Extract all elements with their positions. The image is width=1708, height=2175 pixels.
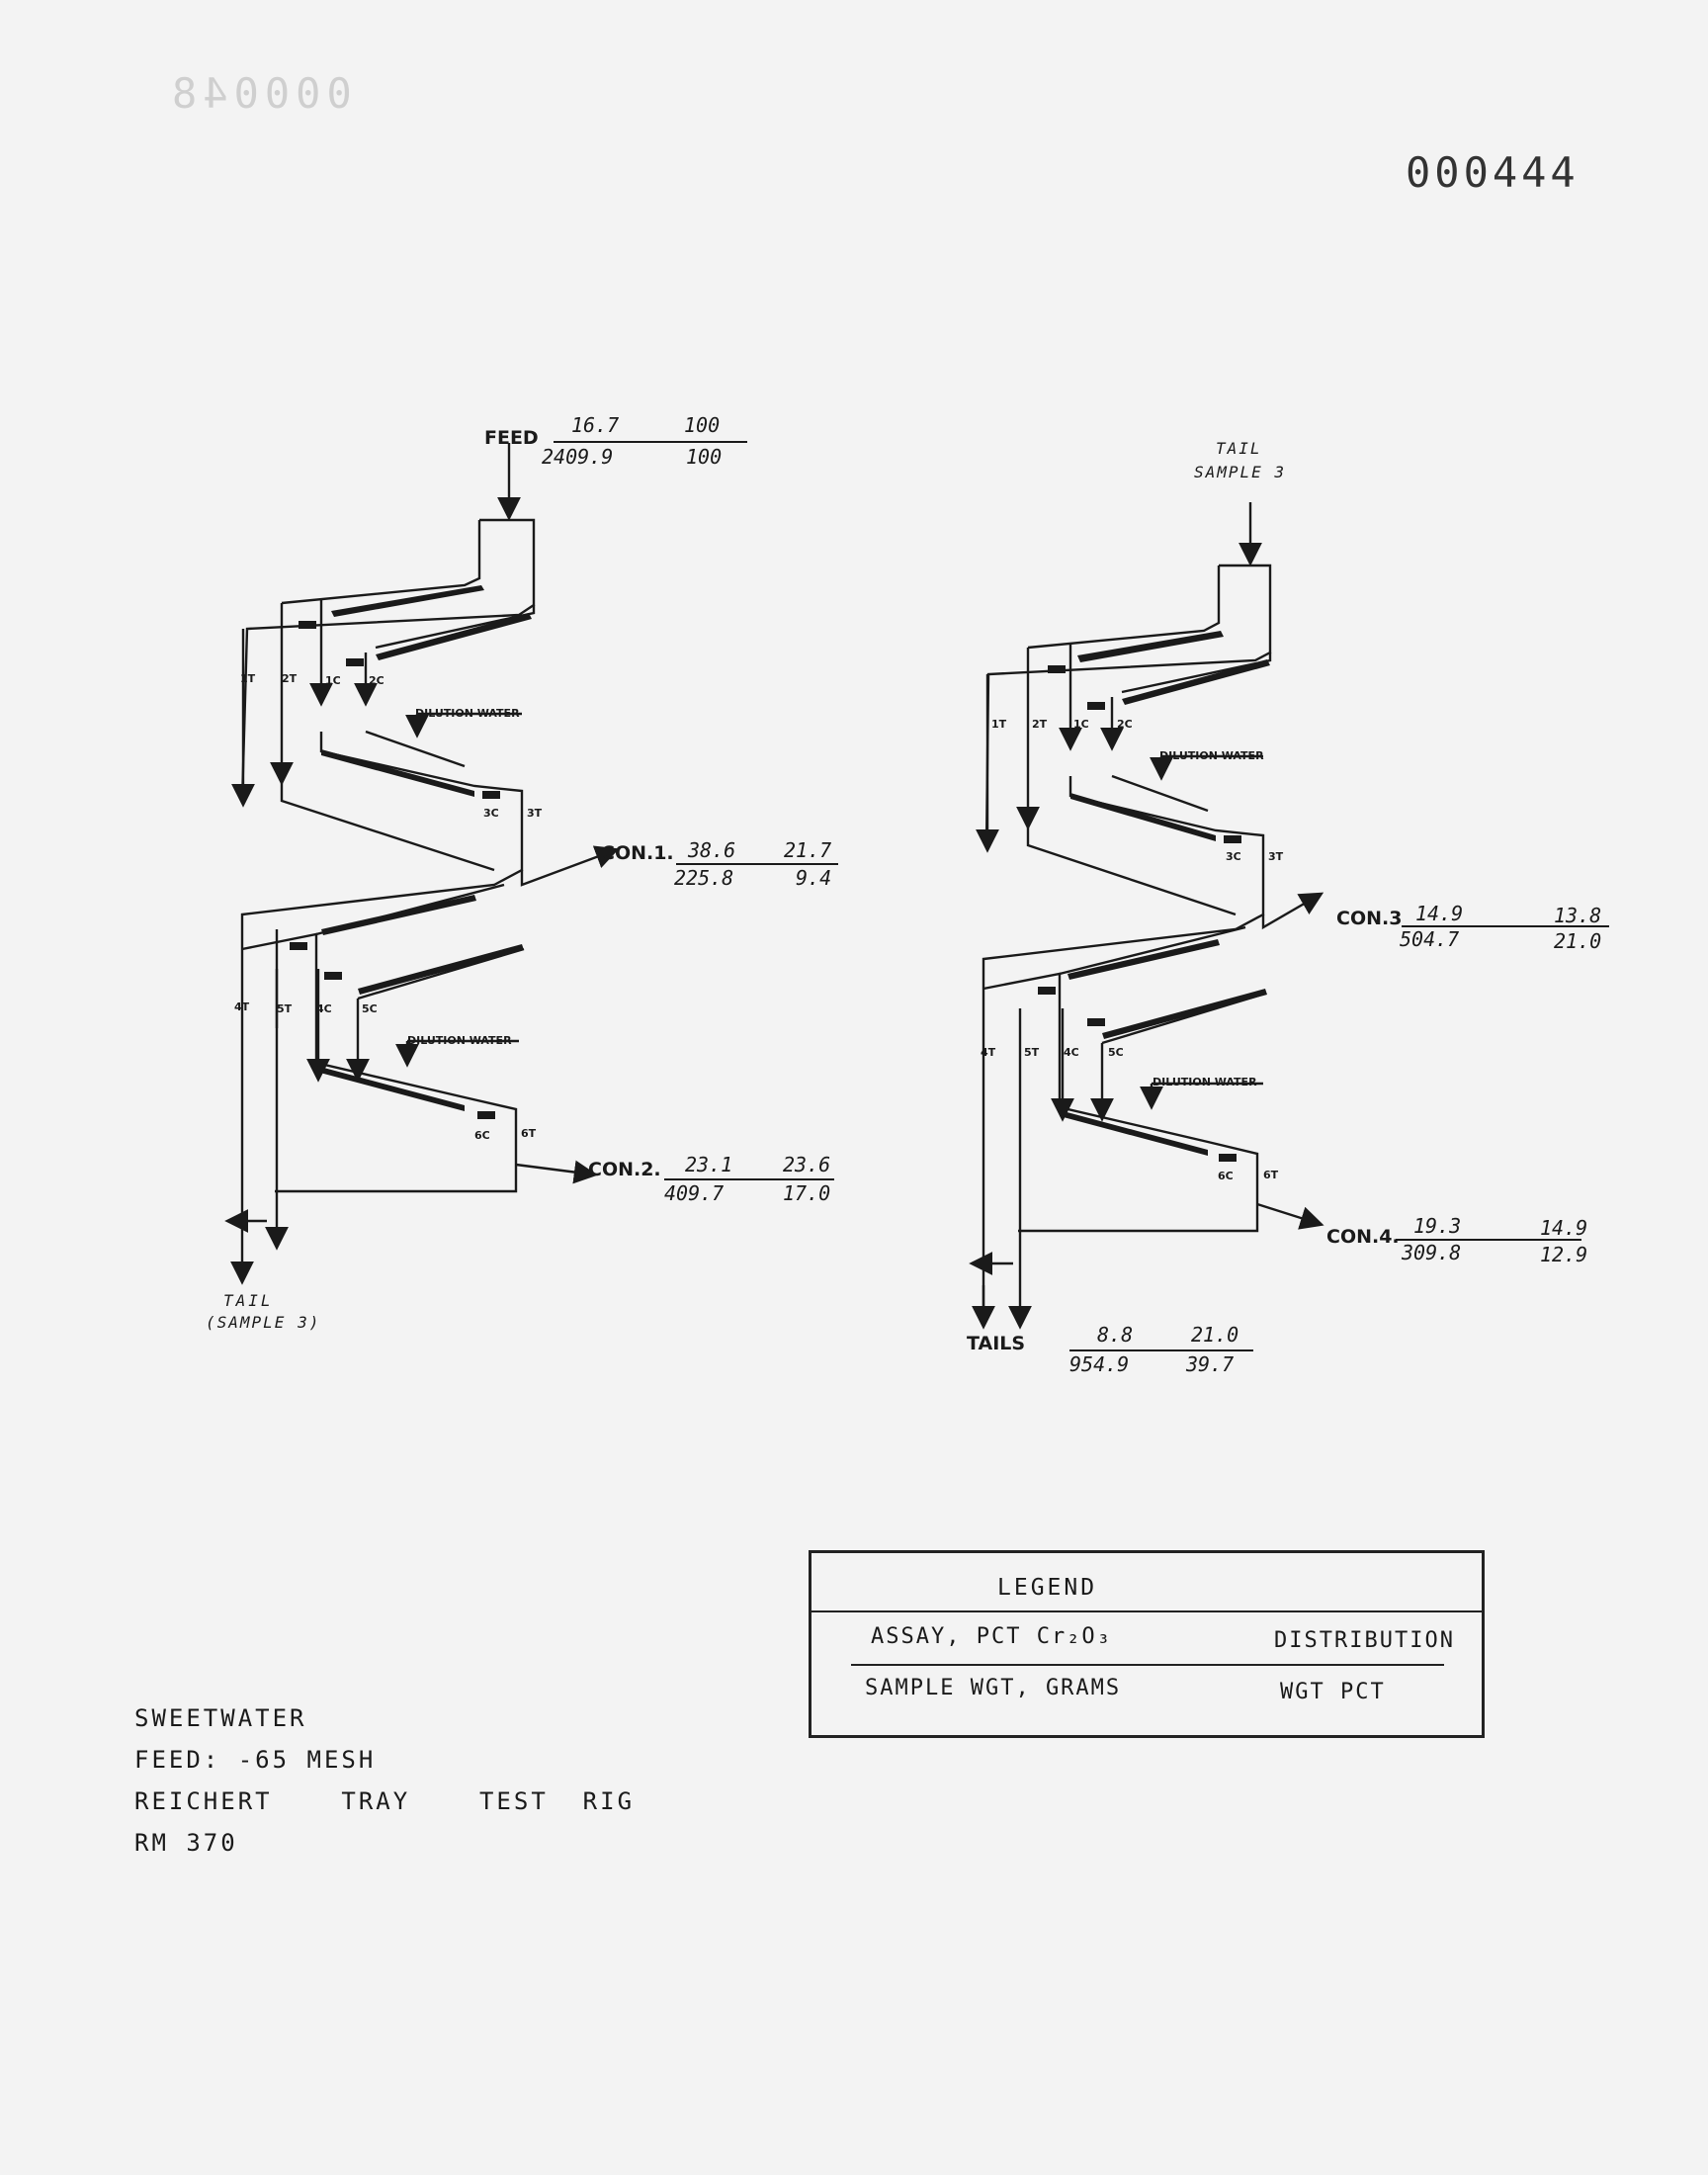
legend-title: LEGEND [997, 1575, 1098, 1601]
con2-weight: 409.7 [664, 1181, 725, 1205]
right-tray-1t: 1T [991, 718, 1007, 731]
right-tray-5t: 5T [1024, 1046, 1040, 1059]
right-tray-2c: 2C [1117, 718, 1133, 731]
con2-label: CON.2. [588, 1159, 661, 1180]
feed-wgt-pct: 100 [686, 445, 723, 469]
con1-wgt-pct: 9.4 [796, 866, 832, 890]
feed-distribution: 100 [684, 413, 721, 437]
note-location: SWEETWATER [134, 1704, 307, 1732]
left-tray-6t: 6T [521, 1127, 537, 1140]
right-tray-6c: 6C [1218, 1170, 1234, 1182]
tails-fraction-line [1069, 1349, 1253, 1351]
left-dilution-water-2: DILUTION WATER [407, 1034, 512, 1047]
right-tray-6t: 6T [1263, 1169, 1279, 1181]
con3-wgt-pct: 21.0 [1554, 929, 1602, 953]
left-tray-3c: 3C [483, 807, 499, 820]
legend-distribution: DISTRIBUTION [1274, 1628, 1455, 1653]
legend-assay: ASSAY, PCT Cr₂O₃ [871, 1624, 1112, 1649]
right-tray-4t: 4T [981, 1046, 996, 1059]
left-tail-sample: (SAMPLE 3) [206, 1313, 321, 1332]
tails-distribution: 21.0 [1191, 1323, 1239, 1347]
feed-assay: 16.7 [571, 413, 620, 437]
left-tray-4t: 4T [234, 1000, 250, 1013]
legend-divider-top [811, 1610, 1482, 1612]
right-tray-5c: 5C [1108, 1046, 1124, 1059]
left-tray-5t: 5T [277, 1002, 293, 1015]
con4-weight: 309.8 [1402, 1241, 1462, 1264]
con3-label: CON.3 [1336, 908, 1403, 929]
con4-wgt-pct: 12.9 [1540, 1243, 1588, 1266]
con3-assay: 14.9 [1415, 902, 1464, 925]
con2-fraction-line [664, 1178, 834, 1180]
upper-tray-outer [240, 518, 536, 804]
left-tray-2c: 2C [369, 674, 384, 687]
tails-wgt-pct: 39.7 [1186, 1352, 1235, 1376]
con1-assay: 38.6 [688, 838, 736, 862]
con2-distribution: 23.6 [783, 1153, 831, 1176]
right-tail-top-sample: SAMPLE 3 [1194, 463, 1287, 481]
con1-weight: 225.8 [674, 866, 734, 890]
note-test-rig: REICHERT TRAY TEST RIG [134, 1787, 636, 1815]
con4-fraction-line [1396, 1239, 1581, 1241]
right-tray-1c: 1C [1073, 718, 1089, 731]
left-tray-1t: 1T [240, 672, 256, 685]
con3-fraction-line [1402, 925, 1609, 927]
note-feed-mesh: FEED: -65 MESH [134, 1746, 377, 1774]
feed-weight: 2409.9 [542, 445, 614, 469]
con1-fraction-line [676, 863, 838, 865]
legend-box: LEGEND ASSAY, PCT Cr₂O₃ DISTRIBUTION SAM… [809, 1550, 1485, 1738]
right-tail-top-label: TAIL [1216, 439, 1262, 458]
left-tail-label: TAIL [223, 1291, 274, 1310]
left-tray-5c: 5C [362, 1002, 378, 1015]
tails-assay: 8.8 [1097, 1323, 1134, 1347]
left-dilution-water-1: DILUTION WATER [415, 707, 520, 720]
feed-fraction-line [554, 441, 747, 443]
right-tray-3t: 3T [1268, 850, 1284, 863]
left-tray-1c: 1C [325, 674, 341, 687]
con4-label: CON.4. [1326, 1226, 1400, 1248]
legend-sample-weight: SAMPLE WGT, GRAMS [865, 1676, 1122, 1700]
left-tray-2t: 2T [282, 672, 298, 685]
con2-wgt-pct: 17.0 [783, 1181, 831, 1205]
con4-distribution: 14.9 [1540, 1216, 1588, 1240]
con3-distribution: 13.8 [1554, 904, 1602, 927]
legend-fraction-line [851, 1664, 1444, 1666]
tails-label: TAILS [967, 1333, 1026, 1354]
right-dilution-water-2: DILUTION WATER [1153, 1076, 1257, 1088]
right-tray-4c: 4C [1064, 1046, 1079, 1059]
note-room: RM 370 [134, 1829, 238, 1857]
left-tray-6c: 6C [474, 1129, 490, 1142]
legend-wgt-pct: WGT PCT [1280, 1680, 1386, 1704]
upper-tray-inner [281, 520, 481, 605]
left-tray-3t: 3T [527, 807, 543, 820]
con3-weight: 504.7 [1400, 927, 1460, 951]
tails-weight: 954.9 [1069, 1352, 1130, 1376]
right-tray-3c: 3C [1226, 850, 1241, 863]
con4-assay: 19.3 [1413, 1214, 1462, 1238]
con2-assay: 23.1 [685, 1153, 733, 1176]
feed-label: FEED [484, 427, 539, 449]
right-tray-2t: 2T [1032, 718, 1048, 731]
con1-label: CON.1. [601, 842, 674, 864]
right-dilution-water-1: DILUTION WATER [1159, 749, 1264, 762]
page-number: 000444 [1406, 148, 1580, 197]
con1-distribution: 21.7 [784, 838, 832, 862]
left-tray-4c: 4C [316, 1002, 332, 1015]
